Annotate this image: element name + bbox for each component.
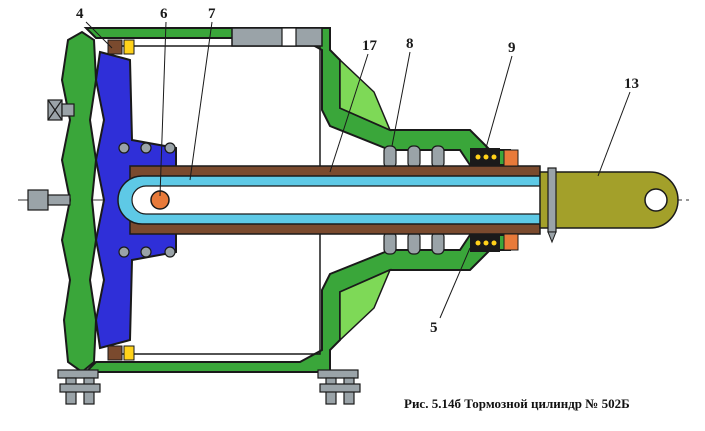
callout-13: 13 (624, 76, 639, 92)
inner-rod-core (131, 185, 561, 215)
seal-bottom (107, 345, 123, 361)
callout-8: 8 (406, 36, 414, 52)
mount-bolts-right (317, 369, 361, 405)
spring-left (118, 142, 176, 258)
top-band (231, 27, 323, 47)
callout-6: 6 (160, 6, 168, 22)
seal-dots (475, 154, 497, 246)
figure-caption: Рис. 5.14б Тормозной цилиндр № 502Б (404, 396, 630, 411)
seal-top-yellow (123, 39, 135, 55)
mount-bolts-left (57, 369, 101, 405)
fork-pin-tip (547, 231, 557, 244)
seal-bottom-yellow (123, 345, 135, 361)
bolt-left-top (47, 99, 75, 121)
seal-top (107, 39, 123, 55)
bolt-left-center (27, 189, 71, 211)
leader-lines (85, 21, 631, 319)
callout-5: 5 (430, 320, 438, 336)
fork (539, 171, 679, 229)
callout-17: 17 (362, 38, 378, 54)
callout-7: 7 (208, 6, 216, 22)
flange-bottom (339, 268, 392, 342)
callout-4: 4 (76, 6, 84, 22)
nut-orange-bottom (503, 233, 519, 251)
fork-hole (644, 188, 668, 212)
callout-9: 9 (508, 40, 516, 56)
flange-top (339, 58, 392, 132)
nut-orange-top (503, 149, 519, 167)
front-cover (60, 30, 98, 374)
top-port (281, 27, 297, 47)
fork-pin (547, 167, 557, 233)
